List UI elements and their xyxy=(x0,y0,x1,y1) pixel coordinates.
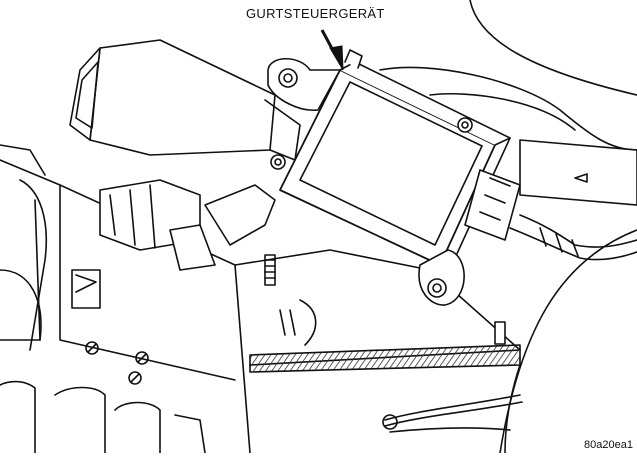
housing-curve xyxy=(469,0,637,96)
trim-strip xyxy=(249,344,521,373)
seat-belt-buckle xyxy=(69,39,301,161)
column-cover xyxy=(519,139,637,206)
seat-belt-control-module xyxy=(267,49,521,306)
connector-left xyxy=(99,179,216,271)
figure-id: 80a20ea1 xyxy=(584,439,633,451)
wire-harness xyxy=(382,394,523,433)
callout-arrow xyxy=(320,29,344,71)
callout-label: GURTSTEUERGERÄT xyxy=(246,6,385,21)
